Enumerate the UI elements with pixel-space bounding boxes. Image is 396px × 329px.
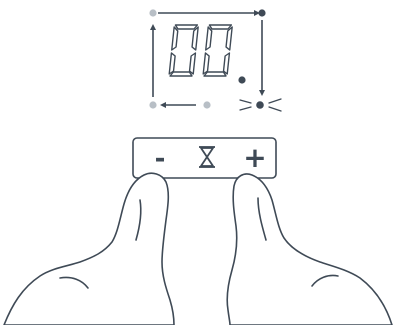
digit-1 (169, 25, 198, 76)
control-panel: - + (133, 138, 276, 178)
perimeter-arrows (150, 10, 265, 108)
bottom-right-dot (256, 101, 264, 109)
decimal-dot (238, 76, 245, 83)
plus-button[interactable]: + (240, 141, 270, 174)
digit-2 (203, 25, 232, 76)
plus-label: + (243, 141, 266, 174)
top-right-dot (258, 9, 265, 16)
minus-button[interactable]: - (146, 144, 176, 174)
left-hand-illustration (4, 173, 174, 325)
right-hand-illustration (227, 174, 392, 325)
right-arrow-head (259, 90, 265, 96)
bottom-middle-dot (203, 101, 210, 108)
left-arrow-head (150, 24, 156, 30)
top-left-dot (149, 9, 156, 16)
seven-segment-display (169, 25, 232, 76)
minus-label: - (155, 144, 166, 174)
left-hand-outline (4, 173, 174, 325)
right-hand-outline (227, 174, 392, 325)
indicator-dots (149, 9, 265, 108)
bottom-left-dot (149, 101, 156, 108)
timer-button[interactable] (194, 144, 220, 172)
bottom-arrow-head (160, 102, 166, 108)
